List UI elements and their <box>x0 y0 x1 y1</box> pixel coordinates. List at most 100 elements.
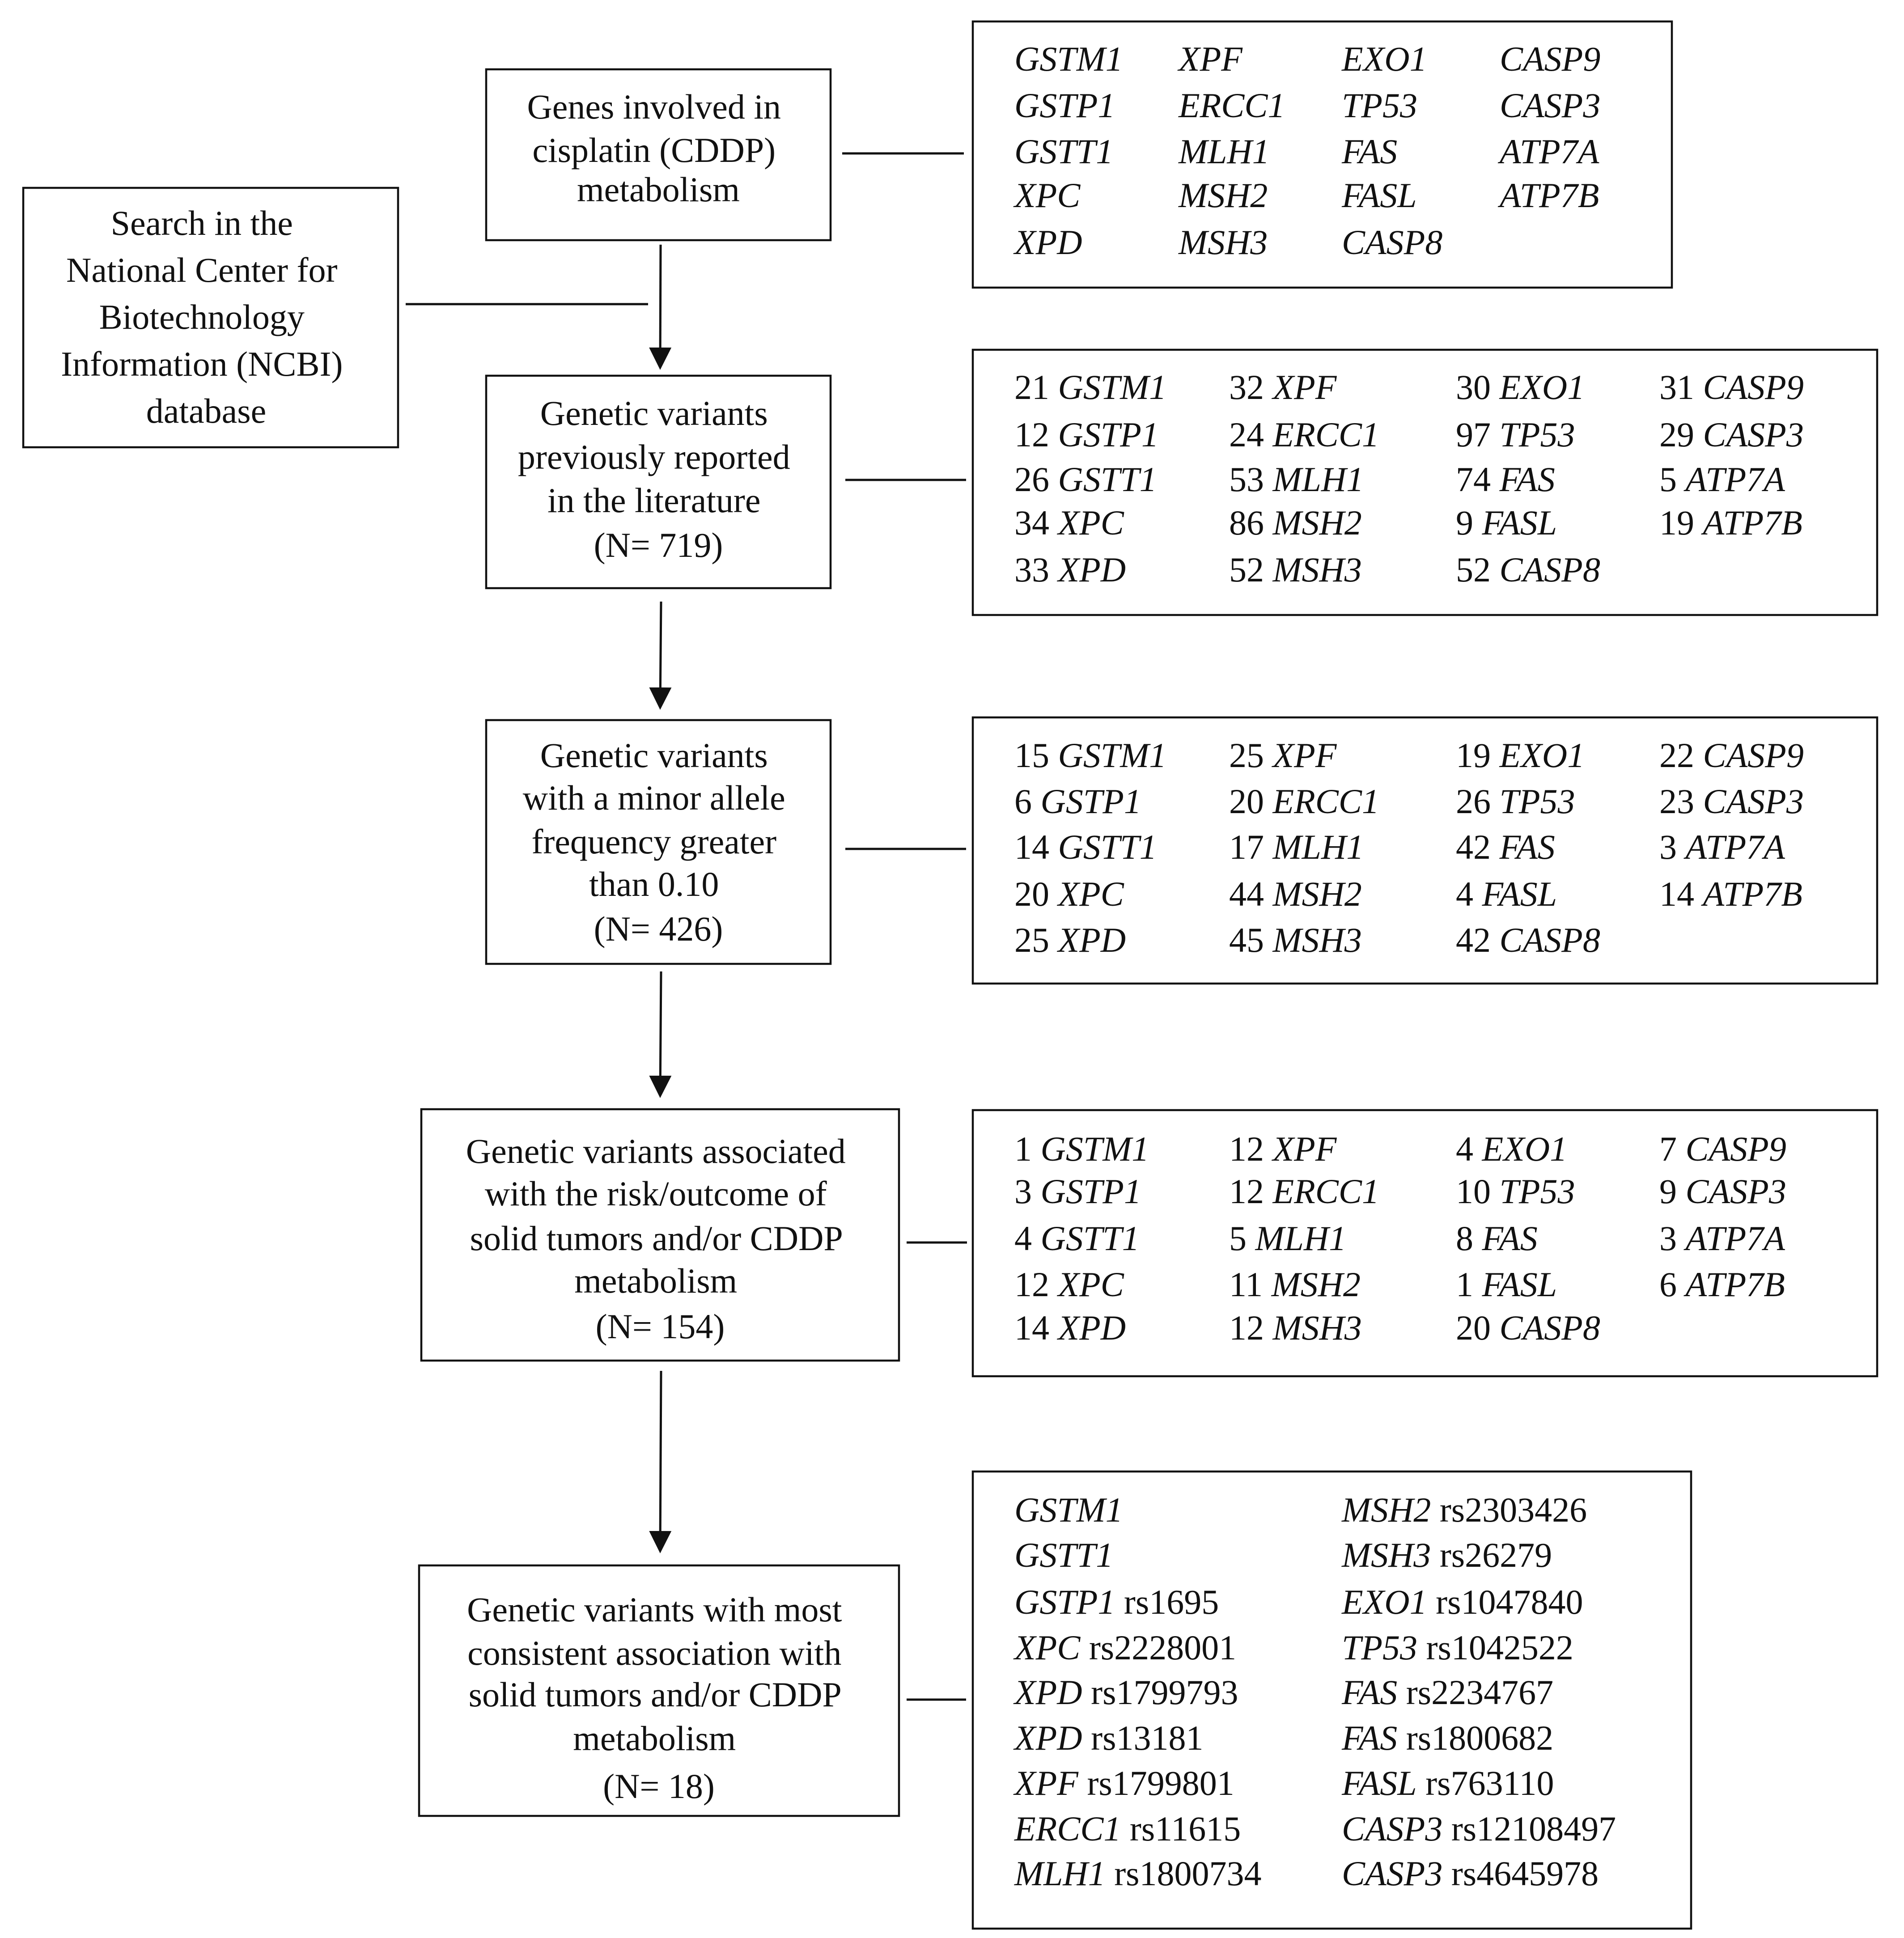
gene-name: ATP7B <box>1701 874 1802 913</box>
final-variant-entry: EXO1 rs1047840 <box>1341 1582 1583 1621</box>
gene-name: FAS <box>1341 132 1397 171</box>
gene-name: MLH1 <box>1014 1854 1106 1893</box>
gene-entry: 3 GSTP1 <box>1014 1172 1141 1211</box>
gene-name: XPC <box>1013 176 1081 215</box>
search-line: Biotechnology <box>99 297 305 336</box>
gene-name: CASP9 <box>1703 736 1804 775</box>
gene-entry: GSTM1 <box>1014 39 1123 78</box>
final-variant-entry: MLH1 rs1800734 <box>1014 1854 1262 1893</box>
rs-id: rs1799793 <box>1082 1673 1238 1712</box>
gene-entry: 20 CASP8 <box>1456 1308 1600 1347</box>
gene-entry: 12 MSH3 <box>1229 1308 1362 1347</box>
gene-entry: 26 TP53 <box>1456 782 1575 821</box>
gene-name: CASP9 <box>1500 39 1600 78</box>
search-line: Search in the <box>111 204 293 242</box>
gene-entry: CASP8 <box>1342 223 1442 262</box>
gene-name: ATP7A <box>1497 132 1599 171</box>
flow-arrow <box>649 601 672 710</box>
gene-name: GSTM1 <box>1058 736 1167 775</box>
variant-count: 11 <box>1229 1265 1272 1304</box>
final-variant-entry: MSH2 rs2303426 <box>1341 1490 1587 1529</box>
variant-count: 42 <box>1456 827 1500 866</box>
final-variant-entry: FAS rs1800682 <box>1341 1718 1553 1757</box>
variant-count: 25 <box>1014 920 1058 959</box>
gene-name: CASP3 <box>1703 415 1804 454</box>
variant-count: 34 <box>1014 503 1058 542</box>
gene-entry: 42 CASP8 <box>1456 920 1600 959</box>
variant-count: 52 <box>1229 550 1273 589</box>
gene-name: CASP8 <box>1500 1308 1600 1347</box>
final-variant-entry: GSTM1 <box>1014 1490 1123 1529</box>
gene-entry: 74 FAS <box>1456 460 1555 499</box>
gene-name: FAS <box>1499 827 1555 866</box>
ncbi-search-box: Search in the National Center for Biotec… <box>22 187 399 449</box>
variant-count: 12 <box>1229 1172 1273 1211</box>
gene-name: GSTT1 <box>1058 460 1157 499</box>
variant-count: 24 <box>1229 415 1273 454</box>
gene-entry: ATP7A <box>1497 132 1599 171</box>
gene-entry: 12 ERCC1 <box>1229 1172 1379 1211</box>
gene-name: FASL <box>1341 1764 1417 1802</box>
gene-entry: GSTT1 <box>1014 132 1113 171</box>
variant-count: 53 <box>1229 460 1273 499</box>
gene-entry: 25 XPD <box>1014 920 1126 959</box>
gene-entry: 10 TP53 <box>1456 1172 1575 1211</box>
gene-name: GSTT1 <box>1041 1219 1140 1258</box>
gene-name: CASP3 <box>1686 1172 1786 1211</box>
variant-count: 45 <box>1229 920 1273 959</box>
gene-name: MSH3 <box>1341 1535 1431 1574</box>
gene-entry: 52 MSH3 <box>1229 550 1362 589</box>
variant-count: 9 <box>1659 1172 1686 1211</box>
gene-name: FASL <box>1482 1265 1557 1304</box>
variant-count: 3 <box>1659 827 1686 866</box>
gene-name: CASP3 <box>1500 86 1600 125</box>
gene-name: XPD <box>1057 1308 1126 1347</box>
variant-count: 22 <box>1659 736 1703 775</box>
gene-entry: 33 XPD <box>1014 550 1126 589</box>
gene-entry: 53 MLH1 <box>1229 460 1364 499</box>
variant-count: 5 <box>1229 1219 1255 1258</box>
step-line: metabolism <box>577 170 740 209</box>
step-line: with the risk/outcome of <box>485 1174 827 1213</box>
variant-count: 23 <box>1659 782 1703 821</box>
gene-name: CASP8 <box>1500 920 1600 959</box>
variant-count: 17 <box>1229 827 1273 866</box>
gene-name: FASL <box>1482 503 1557 542</box>
final-variant-entry: CASP3 rs12108497 <box>1342 1809 1616 1848</box>
gene-name: GSTT1 <box>1014 132 1113 171</box>
gene-entry: 86 MSH2 <box>1229 503 1362 542</box>
variant-count: 97 <box>1456 415 1500 454</box>
gene-entry: 32 XPF <box>1229 368 1337 407</box>
gene-entry: 19 ATP7B <box>1659 503 1802 542</box>
gene-name: GSTM1 <box>1058 368 1167 407</box>
gene-entry: ATP7B <box>1497 176 1599 215</box>
rs-id: rs1800682 <box>1397 1718 1553 1757</box>
gene-entry: 15 GSTM1 <box>1014 736 1166 775</box>
gene-name: XPD <box>1013 1718 1082 1757</box>
step-line: Genetic variants with most <box>467 1590 842 1629</box>
variant-count: 3 <box>1659 1219 1686 1258</box>
variant-count: 4 <box>1456 1129 1482 1168</box>
gene-name: XPC <box>1057 874 1124 913</box>
gene-entry: 23 CASP3 <box>1659 782 1804 821</box>
gene-name: GSTP1 <box>1014 86 1115 125</box>
gene-entry: 31 CASP9 <box>1659 368 1804 407</box>
gene-name: MLH1 <box>1255 1219 1347 1258</box>
gene-name: CASP3 <box>1342 1809 1442 1848</box>
gene-name: FASL <box>1341 176 1417 215</box>
variant-count: 74 <box>1456 460 1500 499</box>
gene-name: ERCC1 <box>1178 86 1285 125</box>
gene-name: XPC <box>1057 503 1124 542</box>
rs-id: rs26279 <box>1431 1535 1552 1574</box>
gene-name: MSH3 <box>1272 550 1362 589</box>
step-variants-associated-box: Genetic variants associated with the ris… <box>420 1108 900 1362</box>
step-line: Genetic variants <box>540 394 768 433</box>
final-variant-entry: GSTT1 <box>1014 1535 1113 1574</box>
gene-entry: 24 ERCC1 <box>1229 415 1379 454</box>
variant-count: 8 <box>1456 1219 1482 1258</box>
rs-id: rs1799801 <box>1078 1764 1234 1802</box>
gene-name: ATP7B <box>1497 176 1599 215</box>
gene-name: CASP9 <box>1686 1129 1786 1168</box>
gene-list-box <box>971 20 1673 289</box>
